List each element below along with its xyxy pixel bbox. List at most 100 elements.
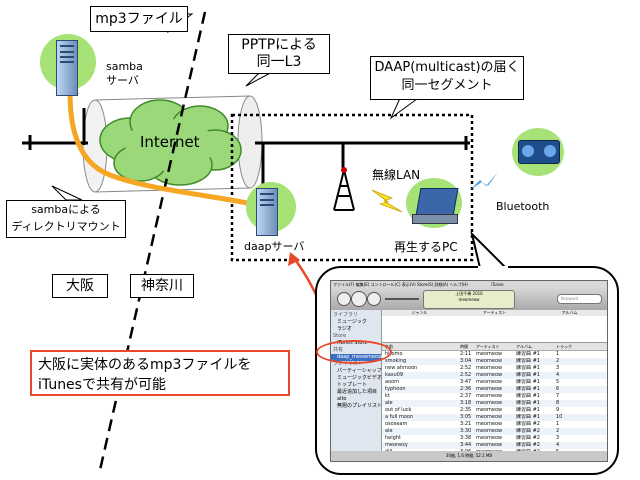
track-cell: 3:44 — [460, 442, 472, 448]
boombox-icon — [518, 140, 560, 164]
menu-view[interactable]: 表示(V) — [401, 282, 416, 287]
track-cell: meomeow — [476, 400, 503, 406]
column-artist[interactable]: アーティスト — [476, 344, 500, 349]
track-cell: ale — [385, 400, 393, 406]
volume-slider[interactable] — [385, 298, 419, 300]
mp3-path-arrow — [67, 85, 261, 208]
menu-advanced[interactable]: 詳細(A) — [434, 282, 449, 287]
track-cell: 練習曲 #1 — [516, 379, 540, 385]
mp3-callout: mp3ファイル — [90, 6, 188, 32]
itunes-window: ファイル(F) 編集(E) コントロール(C) 表示(V) Store(S) 詳… — [330, 280, 608, 462]
track-cell: 2:35 — [460, 407, 472, 413]
browser-genre-header[interactable]: ジャンル — [411, 310, 428, 315]
column-name[interactable]: 名前 — [385, 344, 393, 349]
track-cell: 3:05 — [460, 414, 472, 420]
track-cell: 8 — [556, 400, 560, 406]
track-cell: 練習曲 #1 — [516, 393, 540, 399]
track-cell: 練習曲 #2 — [516, 421, 540, 427]
track-cell: 3:21 — [460, 421, 472, 427]
internet-label: Internet — [140, 133, 200, 151]
kanagawa-label: 神奈川 — [130, 274, 194, 298]
internet-cloud — [99, 99, 242, 186]
track-cell: 2 — [556, 428, 560, 434]
track-cell: meomeow — [476, 449, 516, 451]
daap-label: daapサーバ — [244, 240, 305, 253]
track-cell: meomeow — [476, 351, 503, 357]
column-track[interactable]: トラック — [556, 344, 572, 349]
share-callout: 大阪に実体のあるmp3ファイルを iTunesで共有が可能 — [30, 350, 290, 396]
menu-edit[interactable]: 編集(E) — [355, 282, 370, 287]
column-time[interactable]: 時間 — [460, 344, 468, 349]
track-cell: ososeam — [385, 421, 408, 427]
track-cell: 2:36 — [460, 386, 472, 392]
browser-artist-header[interactable]: アーティスト — [482, 310, 507, 315]
track-cell: 3:47 — [460, 379, 472, 385]
track-cell: 練習曲 #1 — [516, 351, 540, 357]
play-button[interactable] — [351, 291, 367, 307]
track-cell: 練習曲 #1 — [516, 400, 540, 406]
menu-help[interactable]: ヘルプ(H) — [449, 282, 468, 287]
search-input[interactable]: Keyword — [557, 294, 602, 304]
track-cell: 3 — [556, 435, 560, 441]
sidebar-music-video[interactable]: ミュージックビデオ — [337, 375, 382, 381]
sidebar-party-shuffle[interactable]: パーティーシャッフル — [337, 368, 387, 374]
browser-album-header[interactable]: アルバム — [561, 310, 578, 315]
track-header: 名前 時間 アーティスト アルバム トラック — [382, 343, 607, 351]
server-icon — [56, 40, 78, 96]
track-cell: 2 — [556, 358, 560, 364]
track-cell: 練習曲 #1 — [516, 358, 540, 364]
track-cell: 1 — [556, 421, 560, 427]
menu-control[interactable]: コントロール(C) — [370, 282, 401, 287]
share-highlight — [316, 340, 392, 364]
track-cell: 練習曲 #2 — [516, 435, 540, 441]
track-cell: 2:37 — [460, 393, 472, 399]
menu-file[interactable]: ファイル(F) — [333, 282, 355, 287]
track-cell: 1 — [556, 351, 560, 357]
track-cell: meomeow — [476, 365, 503, 371]
sidebar-recently-added[interactable]: 最近追加した項目 — [337, 389, 378, 395]
track-cell: 2:52 — [460, 372, 472, 378]
pc-label: 再生するPC — [394, 240, 458, 254]
track-row[interactable]: dill3:06meomeow練習曲 #25 — [382, 449, 607, 451]
track-cell: 2:11 — [460, 351, 472, 357]
sidebar-playlists-heading: プレイリスト — [333, 361, 364, 367]
sidebar-music[interactable]: ミュージック — [337, 319, 367, 325]
track-cell: meomeow — [476, 428, 503, 434]
track-cell: 6 — [556, 386, 560, 392]
track-cell: meomeow — [476, 414, 503, 420]
track-cell: ale — [385, 428, 393, 434]
samba-label: samba サーバ — [106, 60, 143, 87]
track-cell: 3 — [556, 365, 560, 371]
track-cell: 練習曲 #1 — [516, 407, 540, 413]
column-album[interactable]: アルバム — [516, 344, 532, 349]
track-cell: 9 — [556, 407, 560, 413]
prev-button[interactable] — [337, 292, 351, 306]
menu-store[interactable]: Store(S) — [416, 282, 434, 287]
track-cell: kasu09 — [385, 372, 404, 378]
track-cell: typhoon — [385, 386, 406, 392]
sidebar-radio[interactable]: ラジオ — [337, 326, 352, 332]
itunes-toolbar: 上田千尋 2016 meomeow Keyword — [331, 288, 607, 310]
sidebar-alto[interactable]: alto — [337, 396, 347, 402]
track-cell: aoom — [385, 379, 400, 385]
track-cell: 3:06 — [460, 449, 476, 451]
next-button[interactable] — [367, 292, 381, 306]
sidebar-untitled-playlist[interactable]: 無題のプレイリスト — [337, 403, 383, 409]
track-cell: a full moon — [385, 414, 414, 420]
sidebar-top-rated[interactable]: トップレート — [337, 382, 368, 388]
